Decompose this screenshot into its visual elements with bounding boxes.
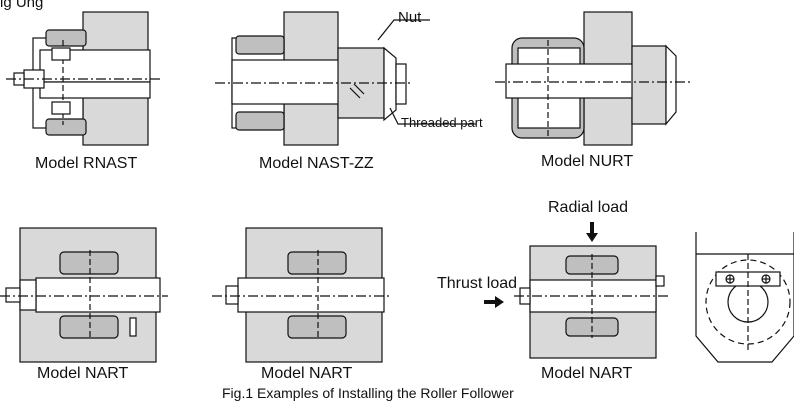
model-nart-1-drawing — [0, 227, 168, 363]
thrust-load-arrow — [484, 296, 504, 308]
model-nurt-drawing — [495, 11, 690, 146]
radial-load-arrow — [586, 222, 598, 242]
model-nart-label-1: Model NART — [37, 365, 129, 382]
model-nast-zz-label: Model NAST-ZZ — [259, 155, 374, 172]
radial-load-label: Radial load — [548, 199, 629, 216]
model-nart-label-3: Model NART — [541, 365, 633, 382]
thrust-load-label: Thrust load — [437, 275, 518, 292]
model-nurt-label: Model NURT — [541, 153, 634, 170]
model-nart-2-drawing — [212, 227, 392, 363]
model-nart-label-2: Model NART — [261, 365, 353, 382]
model-nart-3-drawing — [514, 245, 670, 359]
callout-threaded-part: Threaded part — [401, 115, 483, 130]
model-nast-zz-drawing — [215, 11, 476, 146]
model-rnast-label: Model RNAST — [35, 155, 138, 172]
model-rnast-drawing — [6, 11, 160, 146]
callout-nut: Nut — [398, 9, 422, 26]
header-fragment: ig Ung — [0, 0, 44, 11]
figure-caption: Fig.1 Examples of Installing the Roller … — [222, 385, 514, 401]
end-view-drawing — [695, 232, 794, 363]
